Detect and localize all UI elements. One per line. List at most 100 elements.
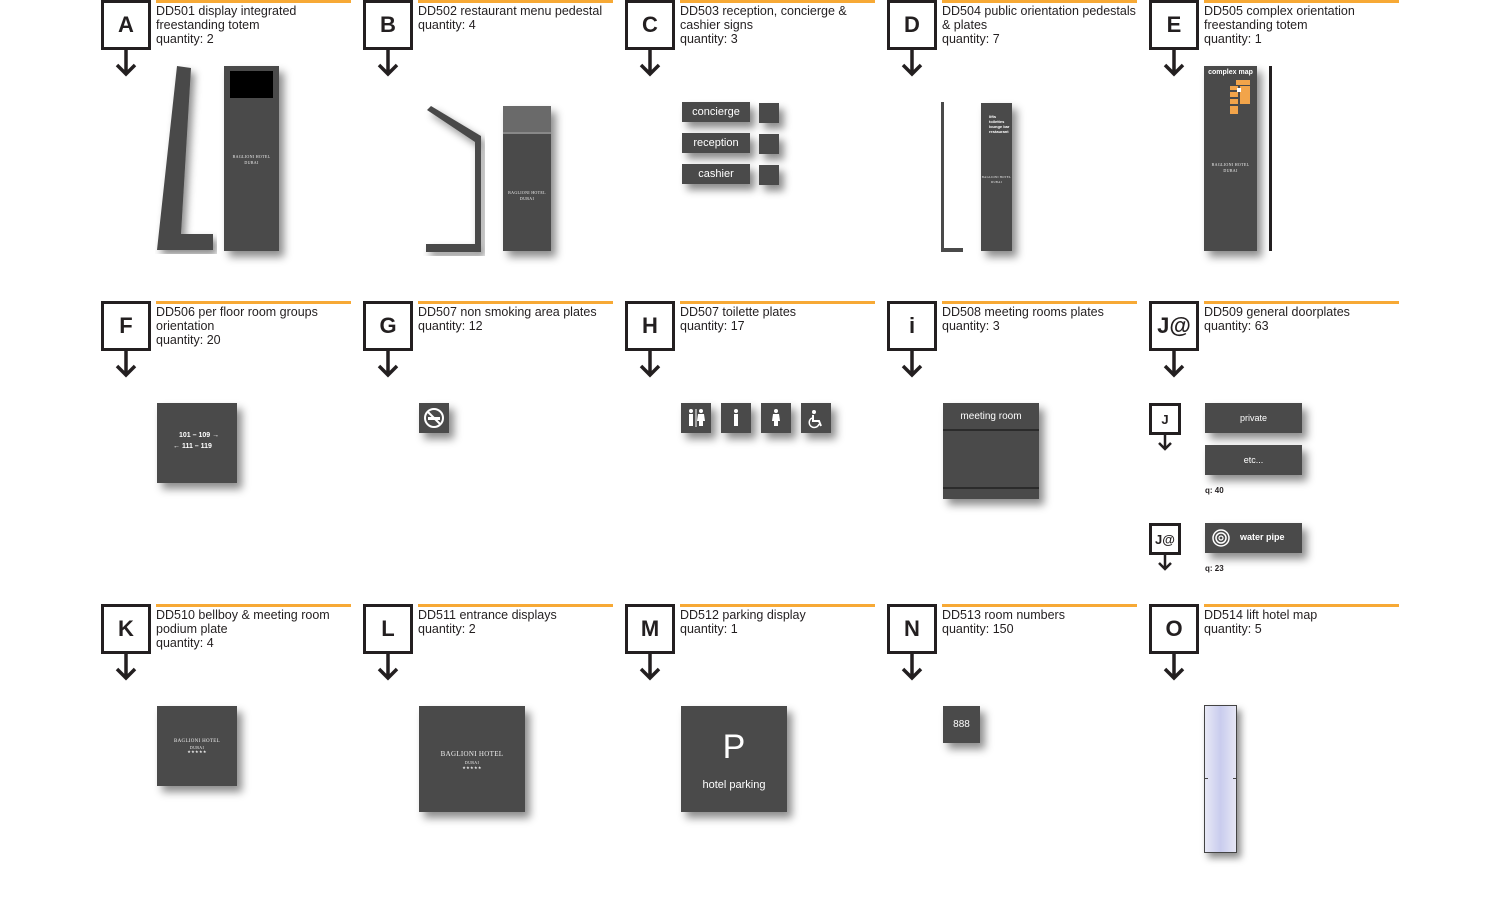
item-info: DD514 lift hotel map quantity: 5 (1204, 608, 1399, 636)
complex-map-graphic (1230, 80, 1250, 114)
toilette-men-plate (721, 403, 751, 433)
accent-line (680, 0, 875, 3)
cashier-plate: cashier (682, 164, 750, 184)
accent-line (942, 301, 1137, 304)
down-arrow-icon (377, 654, 399, 681)
item-code: DD504 public orientation pedestals & pla… (942, 4, 1136, 32)
down-arrow-icon (377, 351, 399, 378)
pedestal-side-profile (426, 106, 481, 252)
accent-line (680, 604, 875, 607)
item-letter-box: L (363, 604, 413, 654)
item-letter-box: B (363, 0, 413, 50)
item-quantity: quantity: 4 (418, 18, 476, 32)
down-arrow-icon (639, 351, 661, 378)
pedestal-front: lifts toilettes lounge bar restaurant BA… (981, 103, 1012, 251)
accent-line (1204, 0, 1399, 3)
orientation-item: toilettes (989, 119, 1005, 124)
orientation-list: lifts toilettes lounge bar restaurant (989, 114, 1009, 134)
meeting-room-plate: meeting room (943, 403, 1039, 499)
plate-rail-top (943, 429, 1039, 431)
item-quantity: quantity: 4 (156, 636, 214, 650)
item-f: F DD506 per floor room groups orientatio… (101, 301, 351, 601)
sub-letter-box: J (1149, 403, 1181, 435)
down-arrow-icon (901, 351, 923, 378)
item-g: G DD507 non smoking area plates quantity… (363, 301, 613, 601)
hotel-city: DUBAI (519, 196, 535, 201)
item-quantity: quantity: 63 (1204, 319, 1269, 333)
meeting-room-label: meeting room (960, 411, 1022, 422)
item-info: DD504 public orientation pedestals & pla… (942, 4, 1137, 46)
item-code: DD510 bellboy & meeting room podium plat… (156, 608, 330, 636)
item-code: DD507 non smoking area plates (418, 305, 597, 319)
item-info: DD506 per floor room groups orientation … (156, 305, 351, 347)
item-letter-box: i (887, 301, 937, 351)
item-letter-box: G (363, 301, 413, 351)
item-quantity: quantity: 2 (156, 32, 214, 46)
item-quantity: quantity: 12 (418, 319, 483, 333)
item-letter-box: K (101, 604, 151, 654)
item-quantity: quantity: 1 (1204, 32, 1262, 46)
hotel-logo: BAGLIONI HOTEL (981, 175, 1012, 179)
item-info: DD507 toilette plates quantity: 17 (680, 305, 875, 333)
item-code: DD508 meeting rooms plates (942, 305, 1104, 319)
accent-line (418, 301, 613, 304)
arrow-left-icon: ← (173, 443, 180, 450)
accent-line (680, 301, 875, 304)
item-info: DD512 parking display quantity: 1 (680, 608, 875, 636)
hotel-city: DUBAI (1223, 168, 1238, 173)
pedestal-side-profile (941, 102, 963, 252)
hotel-city: DUBAI (189, 745, 205, 750)
hotel-logo: BAGLIONI HOTEL (174, 739, 220, 744)
down-arrow-icon (377, 50, 399, 77)
item-info: DD502 restaurant menu pedestal quantity:… (418, 4, 613, 32)
accent-line (156, 301, 351, 304)
hotel-stars: ★★★★★ (187, 749, 207, 754)
item-code: DD511 entrance displays (418, 608, 557, 622)
item-d: D DD504 public orientation pedestals & p… (887, 0, 1137, 300)
water-pipe-icon (1212, 529, 1230, 547)
toilette-women-plate (761, 403, 791, 433)
down-arrow-icon (901, 654, 923, 681)
down-arrow-icon (1163, 351, 1185, 378)
floor-line-1: 101 – 109 → (179, 432, 219, 439)
down-arrow-icon (639, 654, 661, 681)
item-quantity: quantity: 2 (418, 622, 476, 636)
complex-map-title: complex map (1208, 69, 1253, 76)
item-quantity: quantity: 1 (680, 622, 738, 636)
down-arrow-icon (1158, 554, 1172, 571)
item-info: DD513 room numbers quantity: 150 (942, 608, 1137, 636)
item-quantity: quantity: 7 (942, 32, 1000, 46)
item-j: J@ DD509 general doorplates quantity: 63… (1149, 301, 1399, 601)
down-arrow-icon (1163, 654, 1185, 681)
complex-totem-front: complex map BAGLIONI HOTEL DUBAI (1204, 66, 1257, 251)
reception-plate: reception (682, 133, 750, 153)
parking-label: hotel parking (702, 779, 766, 791)
item-o: O DD514 lift hotel map quantity: 5 (1149, 604, 1399, 904)
floor-line-2: ← 111 – 119 (173, 443, 212, 450)
item-info: DD508 meeting rooms plates quantity: 3 (942, 305, 1137, 333)
item-letter-box: H (625, 301, 675, 351)
pedestal-front: BAGLIONI HOTEL DUBAI (503, 106, 551, 251)
item-h: H DD507 toilette plates quantity: 17 (625, 301, 875, 601)
quantity-tag: q: 23 (1205, 564, 1224, 573)
item-n: N DD513 room numbers quantity: 150 888 (887, 604, 1137, 904)
accent-line (1204, 301, 1399, 304)
item-e: E DD505 complex orientation freestanding… (1149, 0, 1399, 300)
hotel-logo: BAGLIONI HOTEL (440, 750, 504, 758)
hotel-stars: ★★★★★ (462, 765, 482, 770)
item-letter-box: C (625, 0, 675, 50)
arrow-right-icon: → (212, 432, 220, 439)
item-code: DD507 toilette plates (680, 305, 797, 319)
podium-plate: BAGLIONI HOTEL DUBAI ★★★★★ (157, 706, 237, 786)
toilette-unisex-plate (681, 403, 711, 433)
plate-rail-bottom (943, 487, 1039, 489)
down-arrow-icon (115, 50, 137, 77)
item-quantity: quantity: 3 (680, 32, 738, 46)
item-i: i DD508 meeting rooms plates quantity: 3… (887, 301, 1137, 601)
item-info: DD507 non smoking area plates quantity: … (418, 305, 613, 333)
item-letter-box: A (101, 0, 151, 50)
item-quantity: quantity: 5 (1204, 622, 1262, 636)
hotel-city: DUBAI (464, 760, 480, 765)
floor-orientation-plate: 101 – 109 → ← 111 – 119 (157, 403, 237, 483)
item-code: DD502 restaurant menu pedestal (418, 4, 603, 18)
